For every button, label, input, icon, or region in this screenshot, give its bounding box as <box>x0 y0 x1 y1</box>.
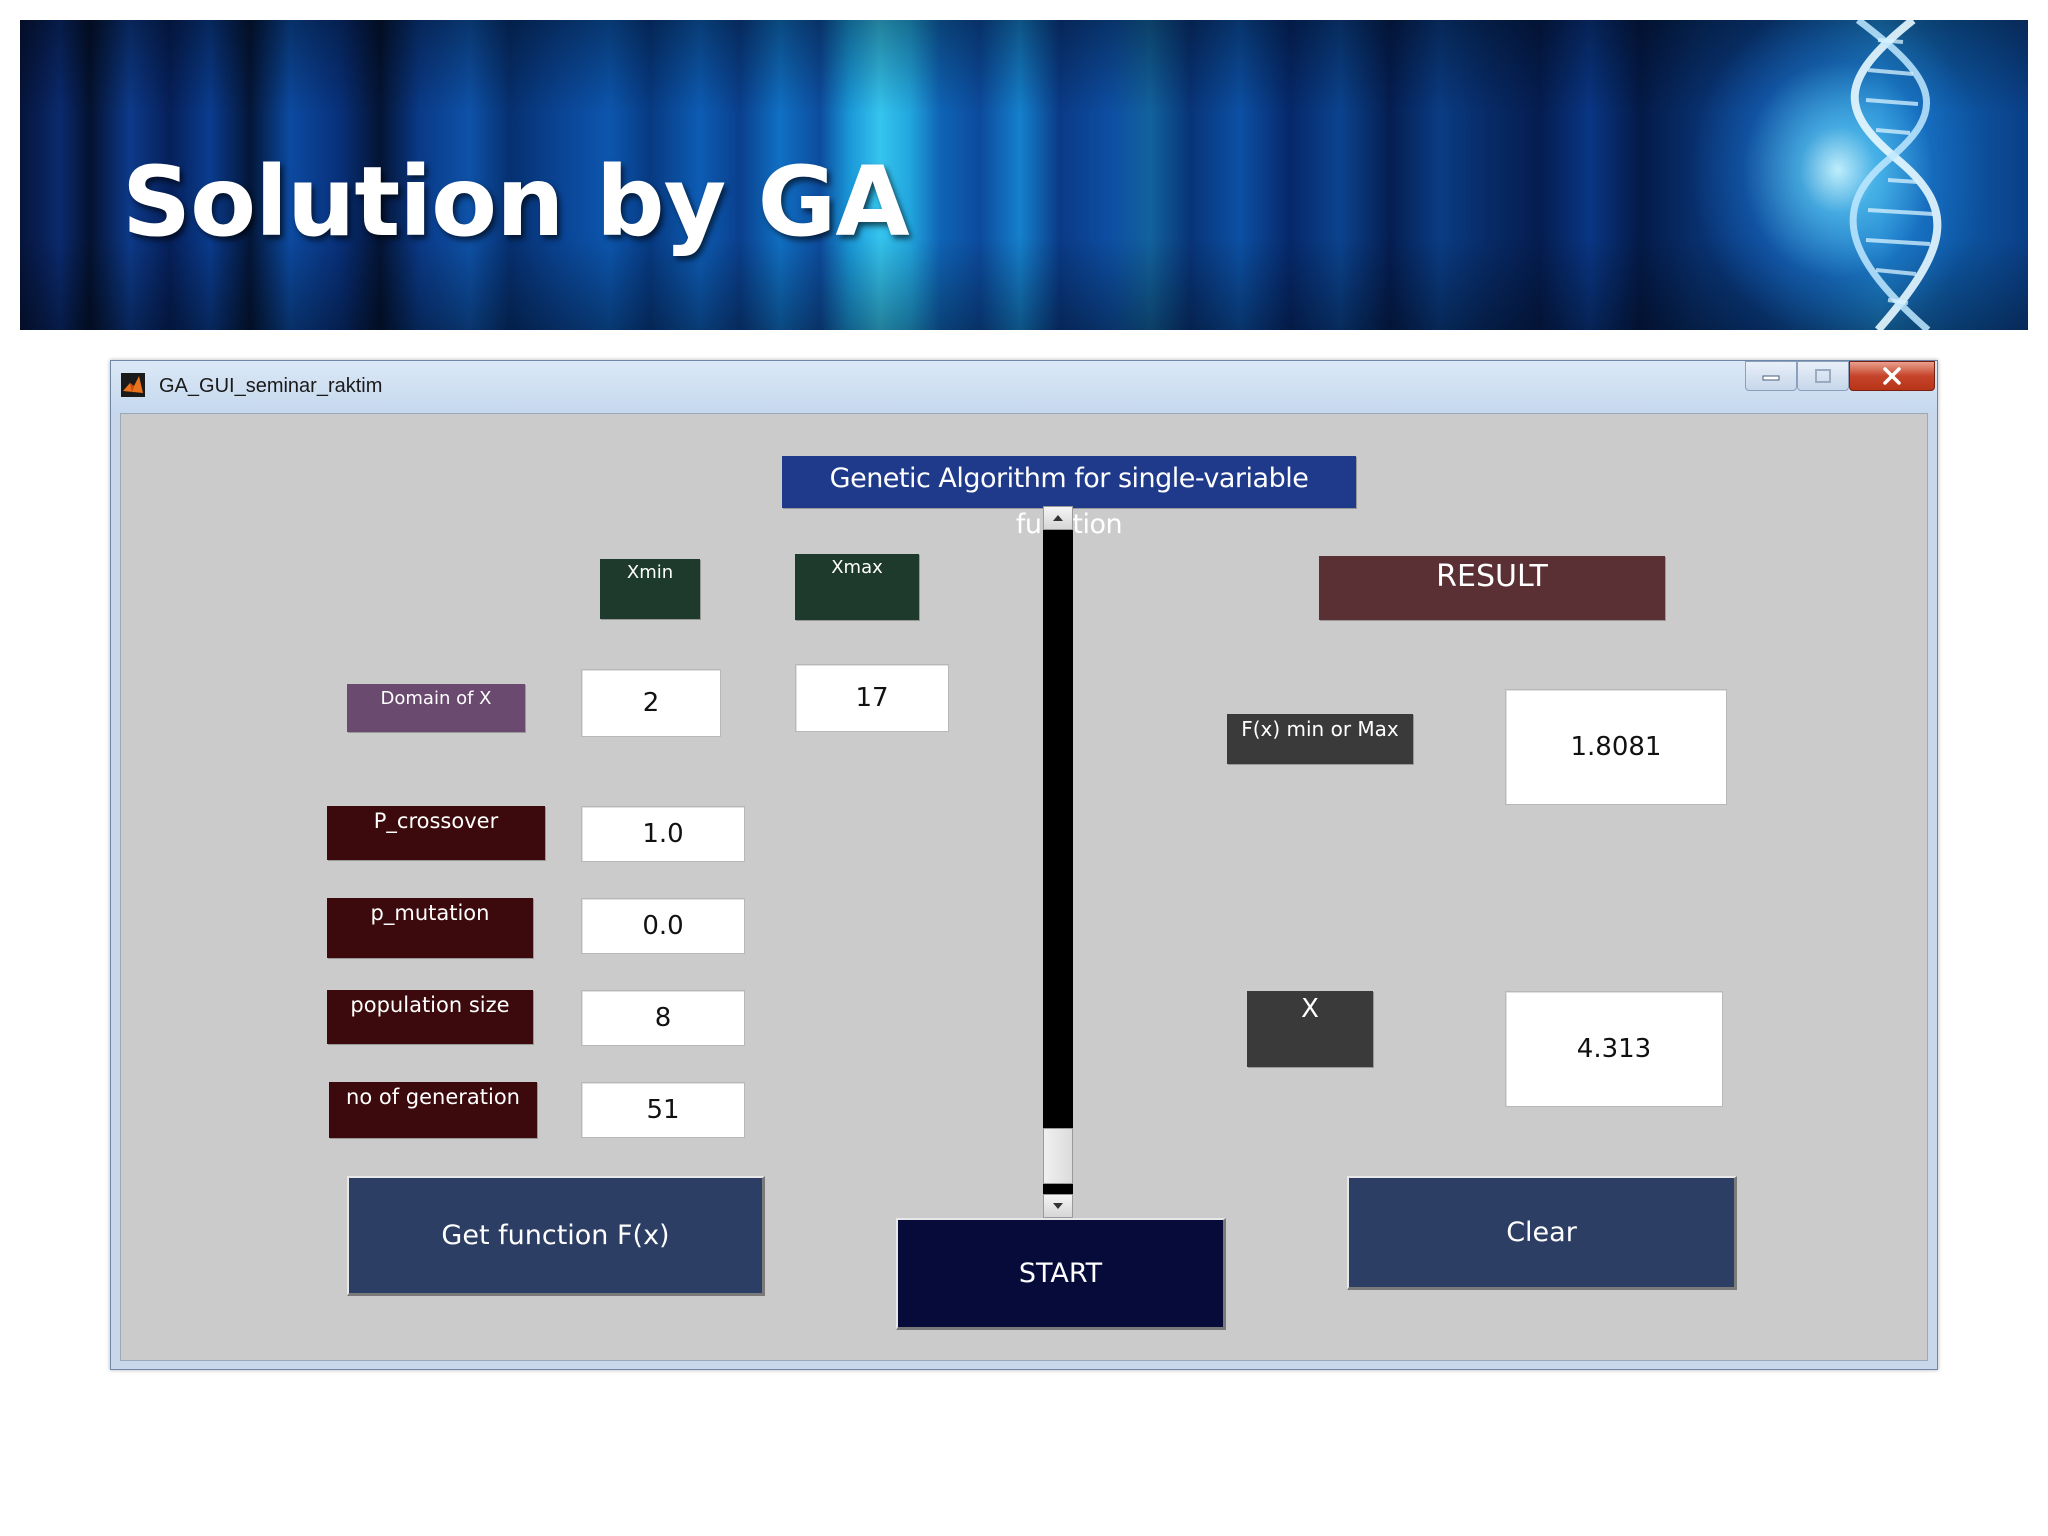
gui-figure: Genetic Algorithm for single-variable fu… <box>120 413 1928 1361</box>
xmax-input[interactable]: 17 <box>795 664 949 732</box>
p-crossover-label: P_crossover <box>327 806 545 860</box>
arrow-down-icon <box>1053 1203 1063 1209</box>
scroll-up-button[interactable] <box>1043 506 1073 530</box>
banner-glow <box>1688 20 1988 330</box>
p-crossover-input[interactable]: 1.0 <box>581 806 745 862</box>
population-label: population size <box>327 990 533 1044</box>
dna-helix-icon <box>1849 20 1942 330</box>
maximize-button[interactable] <box>1797 361 1849 391</box>
scroll-thumb[interactable] <box>1043 1128 1073 1184</box>
maximize-icon <box>1815 369 1831 383</box>
slide-title: Solution by GA <box>122 146 910 258</box>
app-window: GA_GUI_seminar_raktim Genetic Algorithm … <box>110 360 1938 1370</box>
clear-button[interactable]: Clear <box>1347 1176 1737 1290</box>
x-label: X <box>1247 991 1373 1067</box>
start-button[interactable]: START <box>896 1218 1226 1330</box>
p-mutation-label: p_mutation <box>327 898 533 958</box>
minimize-button[interactable] <box>1745 361 1797 391</box>
progress-scrollbar[interactable] <box>1043 506 1073 1218</box>
arrow-up-icon <box>1053 515 1063 521</box>
xmax-label: Xmax <box>795 554 919 620</box>
domain-label: Domain of X <box>347 684 525 732</box>
scroll-down-button[interactable] <box>1043 1194 1073 1218</box>
result-label: RESULT <box>1319 556 1665 620</box>
population-input[interactable]: 8 <box>581 990 745 1046</box>
fx-output: 1.8081 <box>1505 689 1727 805</box>
matlab-icon <box>121 373 145 397</box>
generation-label: no of generation <box>329 1082 537 1138</box>
generation-input[interactable]: 51 <box>581 1082 745 1138</box>
close-button[interactable] <box>1849 361 1935 391</box>
get-function-button[interactable]: Get function F(x) <box>347 1176 765 1296</box>
window-controls <box>1745 361 1935 391</box>
x-output: 4.313 <box>1505 991 1723 1107</box>
slide-banner: Solution by GA <box>20 20 2028 330</box>
gui-heading: Genetic Algorithm for single-variable fu… <box>782 456 1356 540</box>
xmin-label: Xmin <box>600 559 700 619</box>
xmin-input[interactable]: 2 <box>581 669 721 737</box>
close-icon <box>1883 367 1901 385</box>
window-title: GA_GUI_seminar_raktim <box>159 375 383 397</box>
fx-label: F(x) min or Max <box>1227 714 1413 764</box>
minimize-icon <box>1762 375 1780 381</box>
window-titlebar[interactable]: GA_GUI_seminar_raktim <box>111 361 1937 413</box>
p-mutation-input[interactable]: 0.0 <box>581 898 745 954</box>
